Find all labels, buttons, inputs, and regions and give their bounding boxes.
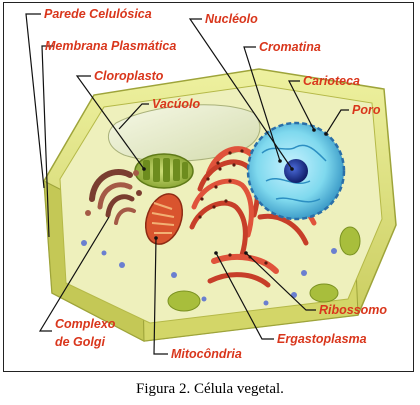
- label-golgi-line1: Complexo: [55, 317, 116, 331]
- figure-frame: Parede Celulósica Membrana Plasmática Cl…: [3, 2, 414, 372]
- mitochondrion: [144, 193, 184, 245]
- label-chromatin: Cromatina: [259, 40, 321, 54]
- chloroplast: [134, 153, 194, 189]
- label-mitochondrion: Mitocôndria: [171, 347, 242, 361]
- label-nuclear-pore: Poro: [352, 103, 381, 117]
- nucleus: [246, 121, 346, 221]
- figure-caption: Figura 2. Célula vegetal.: [136, 381, 284, 397]
- label-golgi-line2: de Golgi: [55, 335, 106, 349]
- label-ergastoplasm: Ergastoplasma: [277, 332, 367, 346]
- label-chloroplast: Cloroplasto: [94, 69, 164, 83]
- label-nucleolus: Nucléolo: [205, 12, 258, 26]
- label-cell-wall: Parede Celulósica: [44, 7, 152, 21]
- plastids: [167, 226, 361, 312]
- label-plasma-membrane: Membrana Plasmática: [45, 39, 176, 53]
- label-karyotheca: Carioteca: [303, 74, 360, 88]
- leader-lines: [25, 13, 349, 355]
- ribosomes: [81, 240, 337, 306]
- label-vacuole: Vacúolo: [152, 97, 201, 111]
- label-ribosome: Ribossomo: [319, 303, 387, 317]
- golgi-complex: [85, 169, 142, 225]
- plant-cell-diagram: Parede Celulósica Membrana Plasmática Cl…: [25, 7, 397, 361]
